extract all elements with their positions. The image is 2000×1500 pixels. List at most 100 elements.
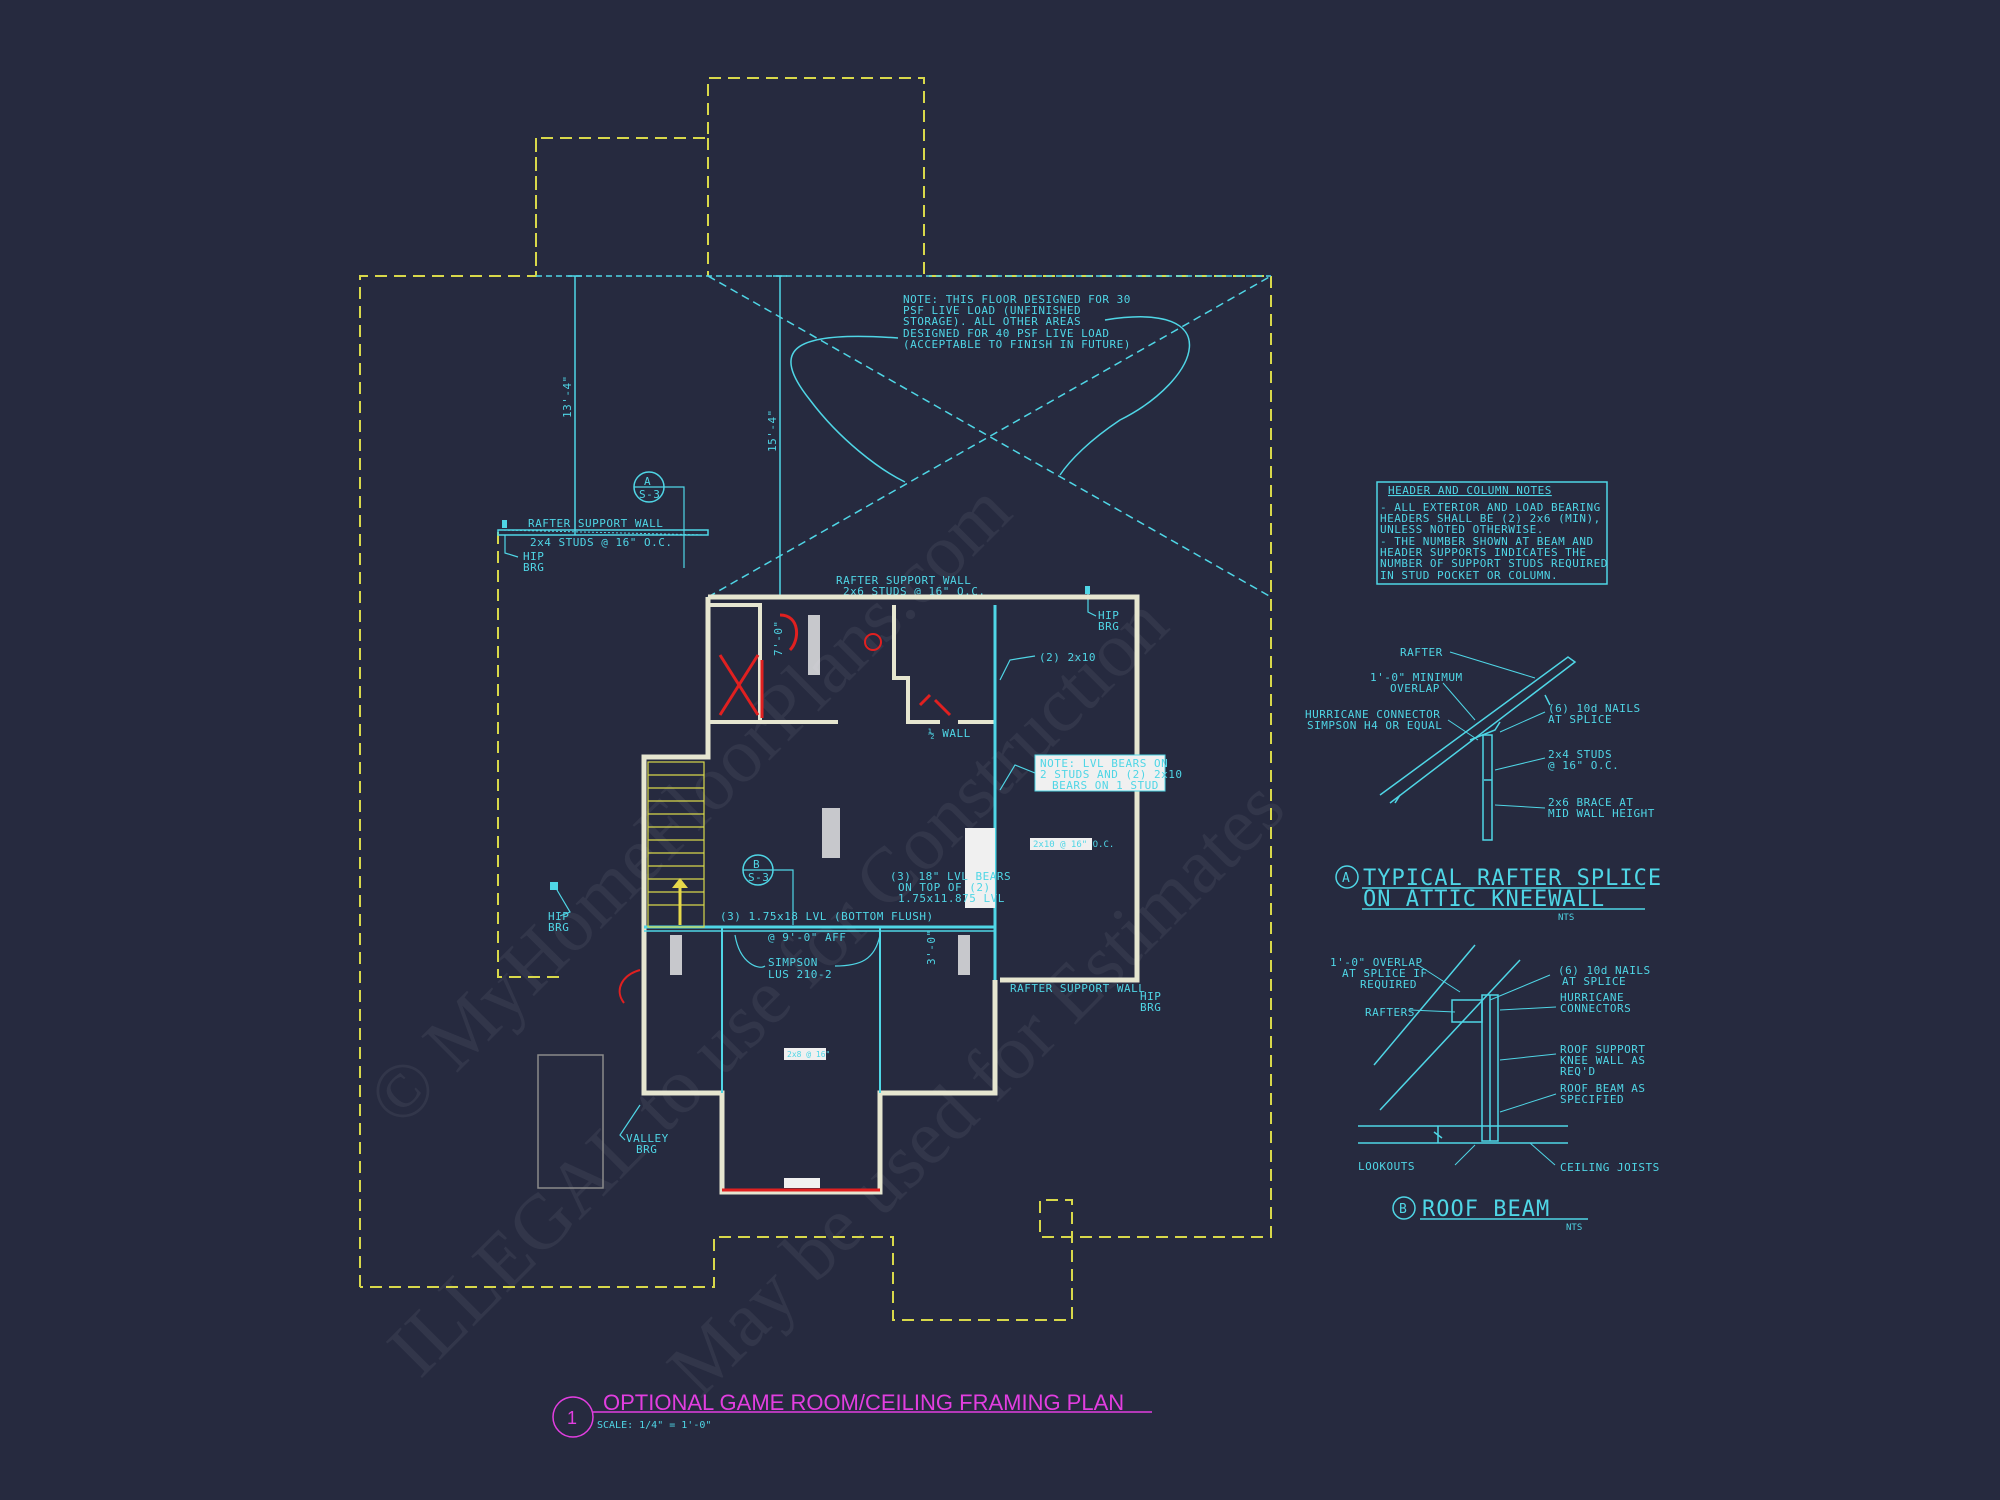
detail-b-nails-1: (6) 10d NAILS bbox=[1558, 964, 1651, 977]
detail-b-ceiling: CEILING JOISTS bbox=[1560, 1161, 1660, 1174]
header-note-7: IN STUD POCKET OR COLUMN. bbox=[1380, 569, 1558, 582]
drawing-title-block: 1 OPTIONAL GAME ROOM/CEILING FRAMING PLA… bbox=[552, 1390, 1152, 1438]
detail-b-lookouts: LOOKOUTS bbox=[1358, 1160, 1415, 1173]
simpson-label-2: LUS 210-2 bbox=[768, 968, 832, 981]
rafter-wall-left-label-1: RAFTER SUPPORT WALL bbox=[528, 517, 663, 530]
detail-b-title: ROOF BEAM bbox=[1422, 1197, 1550, 1222]
lvl-18-label-1: (3) 18" LVL BEARS bbox=[890, 870, 1011, 883]
detail-b-rafters: RAFTERS bbox=[1365, 1006, 1415, 1019]
detail-b-support-2: KNEE WALL AS bbox=[1560, 1054, 1645, 1067]
hip-label-1: HIP bbox=[523, 550, 544, 563]
two-2x10-label: (2) 2x10 bbox=[1039, 651, 1096, 664]
detail-b: 1'-0" OVERLAP AT SPLICE IF REQUIRED RAFT… bbox=[1330, 944, 1660, 1233]
ac-unit-outline bbox=[537, 1054, 604, 1189]
rafter-support-wall-left: RAFTER SUPPORT WALL 2x4 STUDS @ 16" O.C.… bbox=[497, 471, 709, 574]
bubble-a-top: A bbox=[644, 475, 651, 488]
drawing-number: 1 bbox=[567, 1408, 577, 1428]
detail-a-studs-2: @ 16" O.C. bbox=[1548, 759, 1619, 772]
brg-label-4: BRG bbox=[548, 921, 569, 934]
brg-label-2: BRG bbox=[1098, 620, 1119, 633]
rafter-wall-bottom-label: RAFTER SUPPORT WALL bbox=[1010, 982, 1145, 995]
header-note-6: NUMBER OF SUPPORT STUDS REQUIRED bbox=[1380, 557, 1608, 570]
joist-tag-1: 2x10 @ 16" O.C. bbox=[1033, 840, 1114, 850]
lvl-note-line-3: BEARS ON 1 STUD bbox=[1052, 779, 1159, 792]
stairs bbox=[647, 761, 705, 928]
header-notes-title: HEADER AND COLUMN NOTES bbox=[1388, 484, 1552, 497]
detail-a-letter: A bbox=[1342, 871, 1350, 886]
bubble-b-bottom: S-3 bbox=[748, 871, 769, 884]
detail-a-studs-1: 2x4 STUDS bbox=[1548, 748, 1612, 761]
detail-b-beam-1: ROOF BEAM AS bbox=[1560, 1082, 1645, 1095]
header-note-5: HEADER SUPPORTS INDICATES THE bbox=[1380, 546, 1587, 559]
brg-label-5: BRG bbox=[636, 1143, 657, 1156]
header-note-4: - THE NUMBER SHOWN AT BEAM AND bbox=[1380, 535, 1594, 548]
section-bubble-b: B S-3 bbox=[742, 854, 794, 925]
detail-b-beam-2: SPECIFIED bbox=[1560, 1093, 1624, 1106]
hip-lines bbox=[707, 275, 1272, 598]
hip-post-marker bbox=[550, 882, 558, 890]
dim-left: 13'-4" bbox=[561, 375, 574, 418]
roof-outline bbox=[359, 77, 1272, 1321]
floor-note-line-2: PSF LIVE LOAD (UNFINISHED bbox=[903, 304, 1081, 317]
detail-a-nails-2: AT SPLICE bbox=[1548, 713, 1612, 726]
dim-small-1: 7'-0" bbox=[772, 620, 785, 656]
drawing-title: OPTIONAL GAME ROOM/CEILING FRAMING PLAN bbox=[603, 1390, 1124, 1415]
joist-tags: 2x10 @ 16" O.C. 2x8 @ 16" bbox=[670, 615, 1114, 1188]
brg-label-1: BRG bbox=[523, 561, 544, 574]
brg-label-3: BRG bbox=[1140, 1001, 1161, 1014]
header-notes-box: HEADER AND COLUMN NOTES - ALL EXTERIOR A… bbox=[1376, 481, 1608, 585]
header-note-1: - ALL EXTERIOR AND LOAD BEARING bbox=[1380, 501, 1601, 514]
floor-note-line-5: (ACCEPTABLE TO FINISH IN FUTURE) bbox=[903, 338, 1131, 351]
red-marks bbox=[618, 613, 952, 1004]
detail-b-nts: NTS bbox=[1566, 1223, 1582, 1233]
floor-note-line-1: NOTE: THIS FLOOR DESIGNED FOR 30 bbox=[903, 293, 1131, 306]
floor-note-line-3: STORAGE). ALL OTHER AREAS bbox=[903, 315, 1081, 328]
detail-a-hurricane-1: HURRICANE CONNECTOR bbox=[1305, 708, 1440, 721]
detail-a-nails-1: (6) 10d NAILS bbox=[1548, 702, 1641, 715]
floor-note-line-4: DESIGNED FOR 40 PSF LIVE LOAD bbox=[903, 327, 1110, 340]
rafter-wall-left-label-2: 2x4 STUDS @ 16" O.C. bbox=[530, 536, 672, 549]
detail-a-brace-1: 2x6 BRACE AT bbox=[1548, 796, 1633, 809]
valley-label: VALLEY bbox=[626, 1132, 669, 1145]
fixture-circle bbox=[864, 633, 882, 651]
detail-a-overlap-1: 1'-0" MINIMUM bbox=[1370, 671, 1463, 684]
simpson-label-1: SIMPSON bbox=[768, 956, 818, 969]
detail-a-brace-2: MID WALL HEIGHT bbox=[1548, 807, 1655, 820]
aff-label: @ 9'-0" AFF bbox=[768, 931, 846, 944]
dimension-lines bbox=[536, 275, 1271, 595]
dim-small-2: 3'-0" bbox=[925, 929, 938, 965]
detail-b-overlap-1: 1'-0" OVERLAP bbox=[1330, 956, 1423, 969]
lvl-note-line-2: 2 STUDS AND (2) 2x10 bbox=[1040, 768, 1182, 781]
detail-a-nts: NTS bbox=[1558, 913, 1574, 923]
hip-label-4: HIP bbox=[548, 910, 569, 923]
joist-tag-2: 2x8 @ 16" bbox=[787, 1050, 830, 1059]
detail-b-overlap-2: AT SPLICE IF bbox=[1342, 967, 1427, 980]
header-note-2: HEADERS SHALL BE (2) 2x6 (MIN), bbox=[1380, 512, 1601, 525]
lvl-18-label-3: 1.75x11.875 LVL bbox=[898, 892, 1005, 905]
header-note-3: UNLESS NOTED OTHERWISE. bbox=[1380, 523, 1544, 536]
floor-note: NOTE: THIS FLOOR DESIGNED FOR 30 PSF LIV… bbox=[790, 293, 1191, 483]
detail-b-support-1: ROOF SUPPORT bbox=[1560, 1043, 1645, 1056]
detail-a-overlap-2: OVERLAP bbox=[1390, 682, 1440, 695]
detail-b-overlap-3: REQUIRED bbox=[1360, 978, 1417, 991]
lvl-note: NOTE: LVL BEARS ON 2 STUDS AND (2) 2x10 … bbox=[999, 754, 1182, 792]
detail-b-nails-2: AT SPLICE bbox=[1562, 975, 1626, 988]
detail-b-letter: B bbox=[1399, 1202, 1407, 1217]
bubble-a-bottom: S-3 bbox=[639, 488, 660, 501]
lvl-note-line-1: NOTE: LVL BEARS ON bbox=[1040, 757, 1168, 770]
detail-a-title-1: TYPICAL RAFTER SPLICE bbox=[1363, 866, 1662, 891]
detail-a-title-2: ON ATTIC KNEEWALL bbox=[1363, 887, 1605, 912]
lvl-bottom-label: (3) 1.75x18 LVL (BOTTOM FLUSH) bbox=[720, 910, 934, 923]
detail-a: RAFTER 1'-0" MINIMUM OVERLAP HURRICANE C… bbox=[1305, 646, 1662, 923]
detail-b-hurricane-1: HURRICANE bbox=[1560, 991, 1624, 1004]
detail-b-support-3: REQ'D bbox=[1560, 1065, 1596, 1078]
lvl-18-label-2: ON TOP OF (2) bbox=[898, 881, 991, 894]
detail-a-rafter: RAFTER bbox=[1400, 646, 1443, 659]
drawing-scale: SCALE: 1/4" = 1'-0" bbox=[597, 1420, 711, 1431]
half-wall-label: ½ WALL bbox=[928, 727, 971, 740]
dim-center: 15'-4" bbox=[766, 409, 779, 452]
hip-label-3: HIP bbox=[1140, 990, 1161, 1003]
hip-label-2: HIP bbox=[1098, 609, 1119, 622]
